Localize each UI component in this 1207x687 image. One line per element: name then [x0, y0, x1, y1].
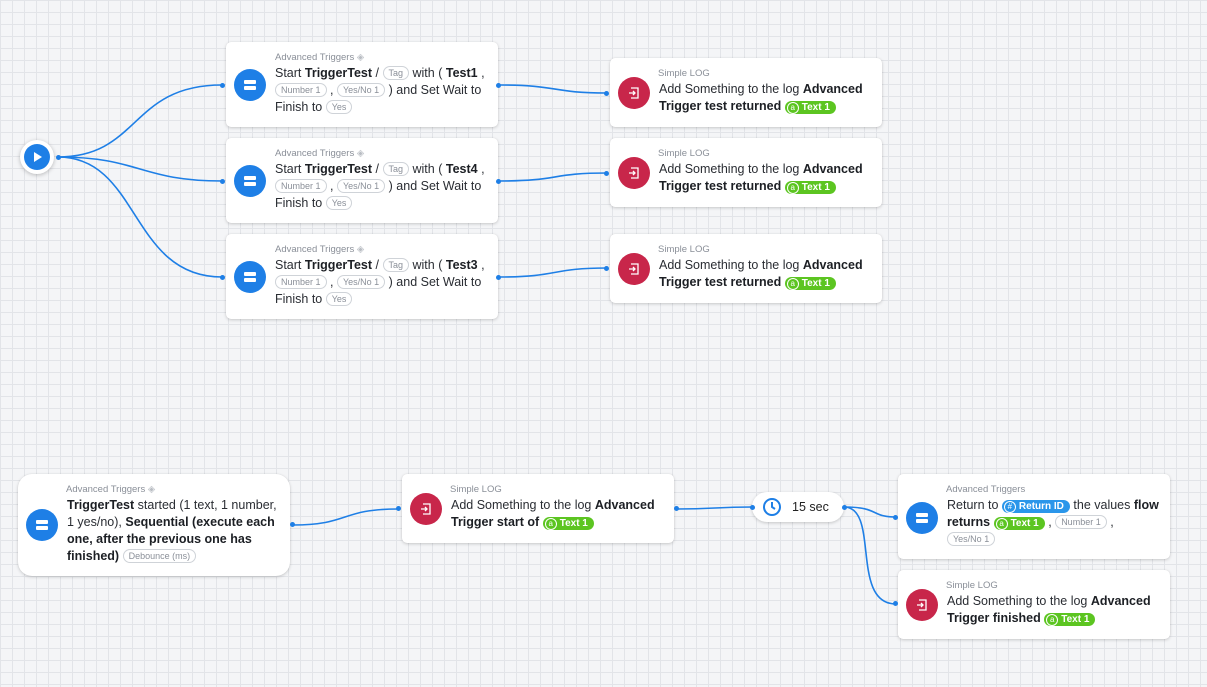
- advanced-triggers-icon: [234, 261, 266, 293]
- tag-field[interactable]: Tag: [382, 66, 410, 80]
- trigger-node[interactable]: Advanced Triggers ◈ TriggerTest started …: [18, 474, 290, 576]
- log-task-finished[interactable]: Simple LOG Add Something to the log Adva…: [898, 570, 1170, 639]
- wait-value-field[interactable]: Yes: [325, 100, 353, 114]
- advanced-triggers-icon: [234, 69, 266, 101]
- task-body: Start TriggerTest / Tag with ( Test1 , N…: [275, 66, 485, 114]
- trigger-body: TriggerTest started (1 text, 1 number, 1…: [67, 498, 277, 563]
- input-port[interactable]: [220, 275, 225, 280]
- number-field[interactable]: Number 1: [275, 179, 327, 193]
- log-icon: [410, 493, 442, 525]
- task-category: Simple LOG: [658, 68, 710, 79]
- task-body: Start TriggerTest / Tag with ( Test4 , N…: [275, 162, 485, 210]
- task-body: Add Something to the log Advanced Trigge…: [947, 594, 1151, 626]
- tag-icon: ◈: [147, 484, 156, 495]
- wait-value-field[interactable]: Yes: [325, 196, 353, 210]
- task-body: Start TriggerTest / Tag with ( Test3 , N…: [275, 258, 485, 306]
- task-category: Advanced Triggers: [275, 148, 355, 159]
- output-port[interactable]: [290, 522, 295, 527]
- delay-node[interactable]: 15 sec: [752, 492, 844, 522]
- delay-value: 15 sec: [792, 500, 829, 514]
- input-port[interactable]: [604, 171, 609, 176]
- input-port[interactable]: [750, 505, 755, 510]
- task-category: Simple LOG: [658, 244, 710, 255]
- log-icon: [618, 77, 650, 109]
- tag-icon: ◈: [356, 244, 365, 255]
- log-task-3[interactable]: Simple LOG Add Something to the log Adva…: [610, 234, 882, 303]
- input-port[interactable]: [604, 266, 609, 271]
- input-port[interactable]: [893, 515, 898, 520]
- task-category: Simple LOG: [658, 148, 710, 159]
- tag-icon: ◈: [356, 148, 365, 159]
- output-port[interactable]: [496, 275, 501, 280]
- task-category: Advanced Triggers: [275, 52, 355, 63]
- task-category: Simple LOG: [946, 580, 998, 591]
- input-port[interactable]: [604, 91, 609, 96]
- yesno-field[interactable]: Yes/No 1: [336, 275, 386, 289]
- flow-start-node[interactable]: [20, 140, 54, 174]
- tag-field[interactable]: Tag: [382, 258, 410, 272]
- task-category: Advanced Triggers: [946, 484, 1026, 495]
- yesno-field[interactable]: Yes/No 1: [336, 83, 386, 97]
- advanced-triggers-icon: [234, 165, 266, 197]
- yesno-field[interactable]: Yes/No 1: [947, 532, 996, 546]
- task-category: Simple LOG: [450, 484, 502, 495]
- input-port[interactable]: [893, 601, 898, 606]
- clock-icon: [763, 498, 781, 516]
- trigger-category: Advanced Triggers: [66, 484, 146, 495]
- number-field[interactable]: Number 1: [275, 275, 327, 289]
- task-body: Add Something to the log Advanced Trigge…: [451, 498, 655, 530]
- log-task-start[interactable]: Simple LOG Add Something to the log Adva…: [402, 474, 674, 543]
- task-body: Add Something to the log Advanced Trigge…: [659, 82, 863, 114]
- return-task[interactable]: Advanced Triggers Return to #Return ID t…: [898, 474, 1170, 559]
- number-field[interactable]: Number 1: [1055, 515, 1107, 529]
- tag-icon: ◈: [356, 52, 365, 63]
- start-trigger-task-3[interactable]: Advanced Triggers ◈ Start TriggerTest / …: [226, 234, 498, 319]
- task-category: Advanced Triggers: [275, 244, 355, 255]
- start-output-port[interactable]: [56, 155, 61, 160]
- log-icon: [906, 589, 938, 621]
- output-port[interactable]: [496, 83, 501, 88]
- log-task-2[interactable]: Simple LOG Add Something to the log Adva…: [610, 138, 882, 207]
- yesno-field[interactable]: Yes/No 1: [336, 179, 386, 193]
- task-body: Return to #Return ID the values flow ret…: [947, 498, 1159, 546]
- advanced-triggers-icon: [26, 509, 58, 541]
- debounce-field[interactable]: Debounce (ms): [122, 549, 197, 563]
- tag-field[interactable]: Tag: [382, 162, 410, 176]
- log-icon: [618, 253, 650, 285]
- log-icon: [618, 157, 650, 189]
- play-icon: [24, 144, 50, 170]
- output-port[interactable]: [842, 505, 847, 510]
- number-field[interactable]: Number 1: [275, 83, 327, 97]
- output-port[interactable]: [496, 179, 501, 184]
- log-task-1[interactable]: Simple LOG Add Something to the log Adva…: [610, 58, 882, 127]
- task-body: Add Something to the log Advanced Trigge…: [659, 258, 863, 290]
- start-trigger-task-1[interactable]: Advanced Triggers ◈ Start TriggerTest / …: [226, 42, 498, 127]
- input-port[interactable]: [220, 83, 225, 88]
- output-port[interactable]: [674, 506, 679, 511]
- input-port[interactable]: [220, 179, 225, 184]
- wait-value-field[interactable]: Yes: [325, 292, 353, 306]
- task-body: Add Something to the log Advanced Trigge…: [659, 162, 863, 194]
- advanced-triggers-icon: [906, 502, 938, 534]
- input-port[interactable]: [396, 506, 401, 511]
- start-trigger-task-2[interactable]: Advanced Triggers ◈ Start TriggerTest / …: [226, 138, 498, 223]
- return-id-chip[interactable]: #Return ID: [1001, 500, 1070, 513]
